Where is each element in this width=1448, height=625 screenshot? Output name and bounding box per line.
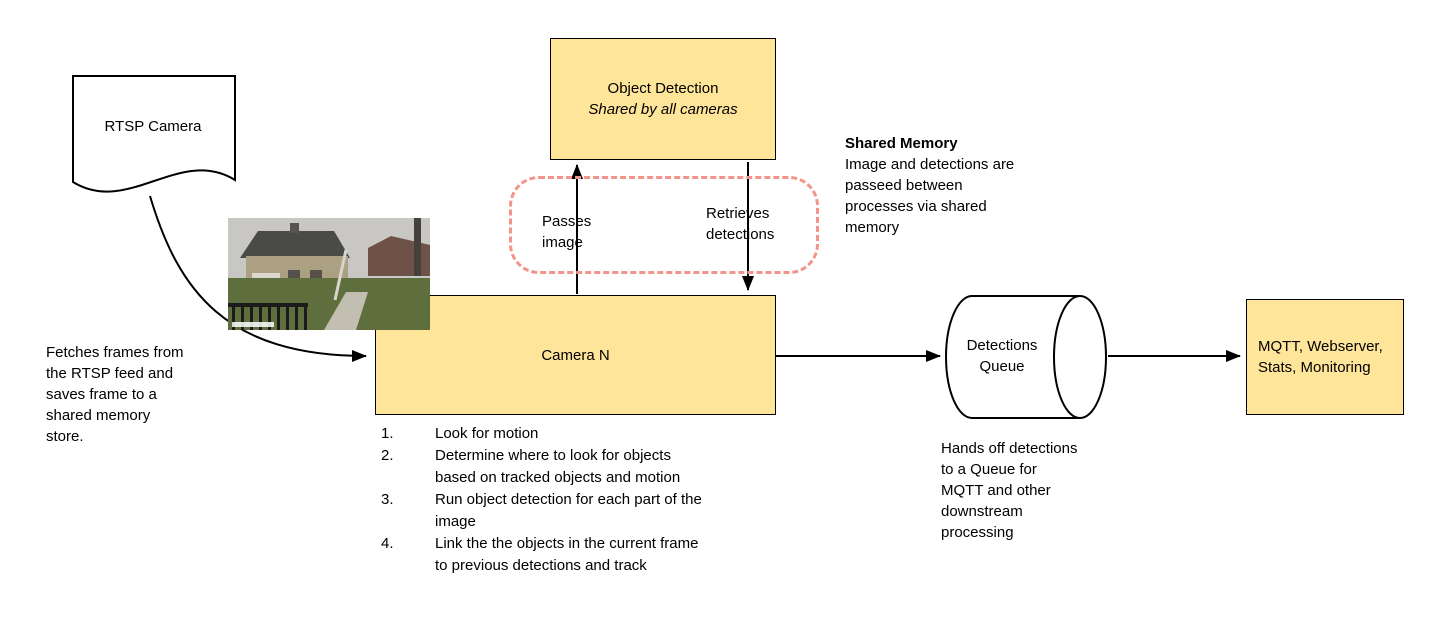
rtsp-camera-label: RTSP Camera (104, 118, 202, 135)
shared-memory-title: Shared Memory (845, 135, 958, 152)
node-object-detection: Object Detection Shared by all cameras (550, 38, 776, 160)
snapshot-fence (228, 303, 308, 330)
object-detection-subtitle: Shared by all cameras (588, 101, 738, 118)
shared-memory-body: Image and detections are passeed between… (845, 156, 1015, 236)
camera-step-1: Look for motion (381, 423, 539, 445)
detections-queue-shape (945, 295, 1107, 419)
snapshot-roof (240, 231, 350, 258)
detections-queue-label: Detections Queue (966, 337, 1038, 375)
camera-step-3: Run object detection for each part of th… (381, 489, 702, 530)
snapshot-sidewalk (324, 292, 368, 330)
hands-off-note: Hands off detections to a Queue for MQTT… (941, 440, 1078, 541)
camera-n-label: Camera N (541, 346, 610, 364)
rtsp-camera-shape (72, 75, 236, 193)
snapshot-chimney (290, 223, 299, 233)
object-detection-title: Object Detection (607, 80, 719, 97)
node-camera-n: Camera N (375, 295, 776, 415)
snapshot-porch-post (414, 218, 421, 276)
rtsp-to-camera-arrow (149, 195, 367, 362)
fetch-frames-note: Fetches frames from the RTSP feed and sa… (46, 344, 184, 445)
node-outputs: MQTT, Webserver, Stats, Monitoring (1246, 299, 1404, 415)
outputs-label: MQTT, Webserver, Stats, Monitoring (1258, 338, 1383, 376)
camera-step-2: Determine where to look for objects base… (381, 445, 681, 486)
shared-memory-note: Shared Memory Image and detections are p… (845, 133, 1070, 238)
camera-snapshot-image (228, 218, 430, 330)
passes-image-label: Passes image (542, 213, 592, 251)
camera-steps-list: Look for motion Determine where to look … (378, 423, 778, 577)
retrieves-detections-label: Retrieves detections (706, 205, 775, 243)
shared-memory-outline (509, 176, 819, 274)
snapshot-timestamp-overlay (232, 322, 274, 327)
snapshot-pole (333, 249, 348, 301)
camera-step-4: Link the the objects in the current fram… (381, 533, 699, 574)
